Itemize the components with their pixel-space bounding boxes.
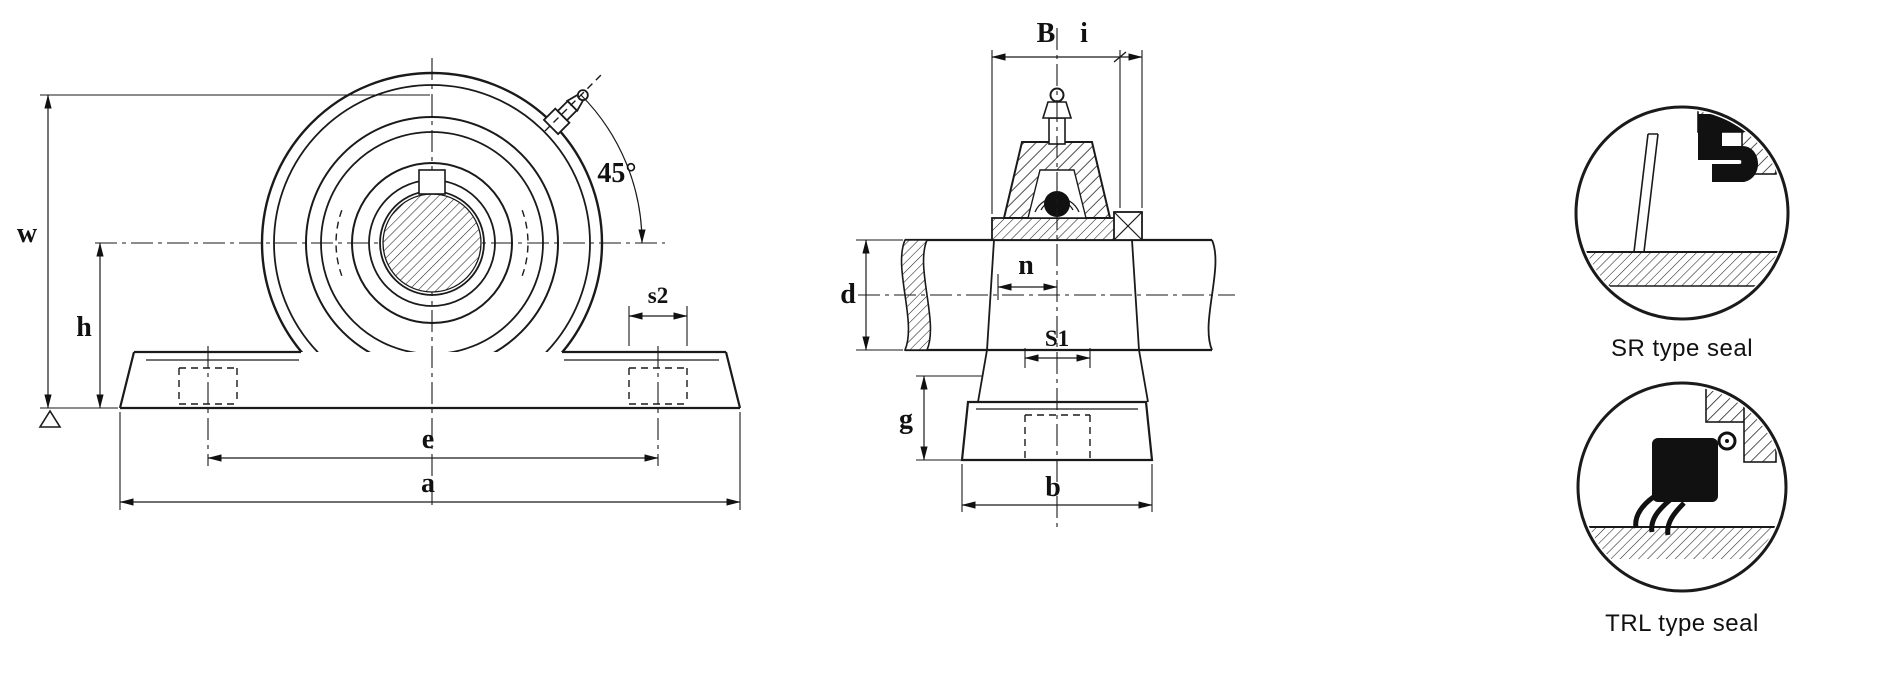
- sr-seal-profile: [1698, 114, 1759, 182]
- lubrication-groove: [418, 169, 446, 195]
- sr-seal-label: SR type seal: [1611, 335, 1753, 362]
- trl-seal-label: TRL type seal: [1605, 610, 1759, 637]
- dimension-g: g: [899, 375, 982, 461]
- housing-circles: [260, 71, 604, 352]
- sr-seal-section: [1579, 110, 1785, 287]
- dimension-B-i: B i: [991, 18, 1143, 214]
- base-slot-hidden: [1024, 414, 1091, 458]
- trl-spring-center: [1725, 439, 1729, 443]
- sr-slinger-lines: [1633, 133, 1659, 253]
- hidden-arc-right: [521, 209, 529, 277]
- trl-seal-section: [1581, 386, 1783, 559]
- dim-label-a: a: [421, 468, 435, 499]
- set-screw-collar: [1113, 211, 1143, 241]
- dimension-a: a: [119, 412, 741, 510]
- datum-triangle: [38, 409, 62, 428]
- sr-shaft-hatch: [1579, 252, 1785, 286]
- side-view: B i d n S1 g: [840, 18, 1235, 530]
- dimension-s2: s2: [628, 283, 688, 346]
- fitting-axis-line: [544, 74, 602, 132]
- pillar-edge-left: [977, 239, 995, 403]
- ball-section: [1044, 191, 1070, 217]
- dimension-b: b: [961, 464, 1153, 512]
- grease-fitting: [542, 89, 589, 136]
- dim-label-s1: S1: [1045, 326, 1069, 351]
- angle-arc: [580, 94, 646, 244]
- hidden-arc-left: [335, 209, 343, 277]
- front-view: 45° w h s2 e a: [17, 58, 742, 510]
- dimension-n: n: [997, 250, 1058, 300]
- trl-seal-detail: TRL type seal: [1576, 381, 1788, 637]
- dim-label-d: d: [840, 279, 856, 310]
- dim-label-n: n: [1018, 250, 1034, 281]
- dim-label-h: h: [76, 312, 92, 343]
- dim-label-g: g: [899, 404, 913, 435]
- trl-seal-lip-1: [1633, 491, 1660, 529]
- dimension-s1: S1: [1024, 326, 1091, 368]
- dimension-d: d: [840, 239, 903, 351]
- dimension-w: w: [17, 94, 430, 409]
- dimension-h: h: [76, 242, 104, 409]
- dim-label-b: b: [1045, 472, 1061, 503]
- dim-label-i: i: [1080, 18, 1088, 49]
- trl-seal-lip-3: [1665, 501, 1686, 536]
- angle-label: 45°: [597, 158, 636, 189]
- pillar-edge-right: [1131, 239, 1149, 403]
- sr-seal-detail: SR type seal: [1574, 105, 1790, 362]
- shaft-bore-hatch: [382, 193, 482, 293]
- dim-label-e: e: [422, 424, 434, 455]
- sr-detail-circle: [1574, 105, 1790, 321]
- trl-seal-body: [1652, 438, 1718, 502]
- trl-seal-lip-2: [1649, 498, 1672, 533]
- dim-label-w: w: [17, 218, 38, 249]
- trl-detail-circle: [1576, 381, 1788, 593]
- dim-label-B: B: [1037, 18, 1056, 49]
- dim-label-s2: s2: [648, 283, 668, 308]
- dimension-e: e: [207, 424, 659, 462]
- base-outline: [118, 350, 742, 410]
- trl-housing-hatch-right: [1743, 386, 1777, 463]
- trl-shaft-hatch: [1581, 527, 1783, 559]
